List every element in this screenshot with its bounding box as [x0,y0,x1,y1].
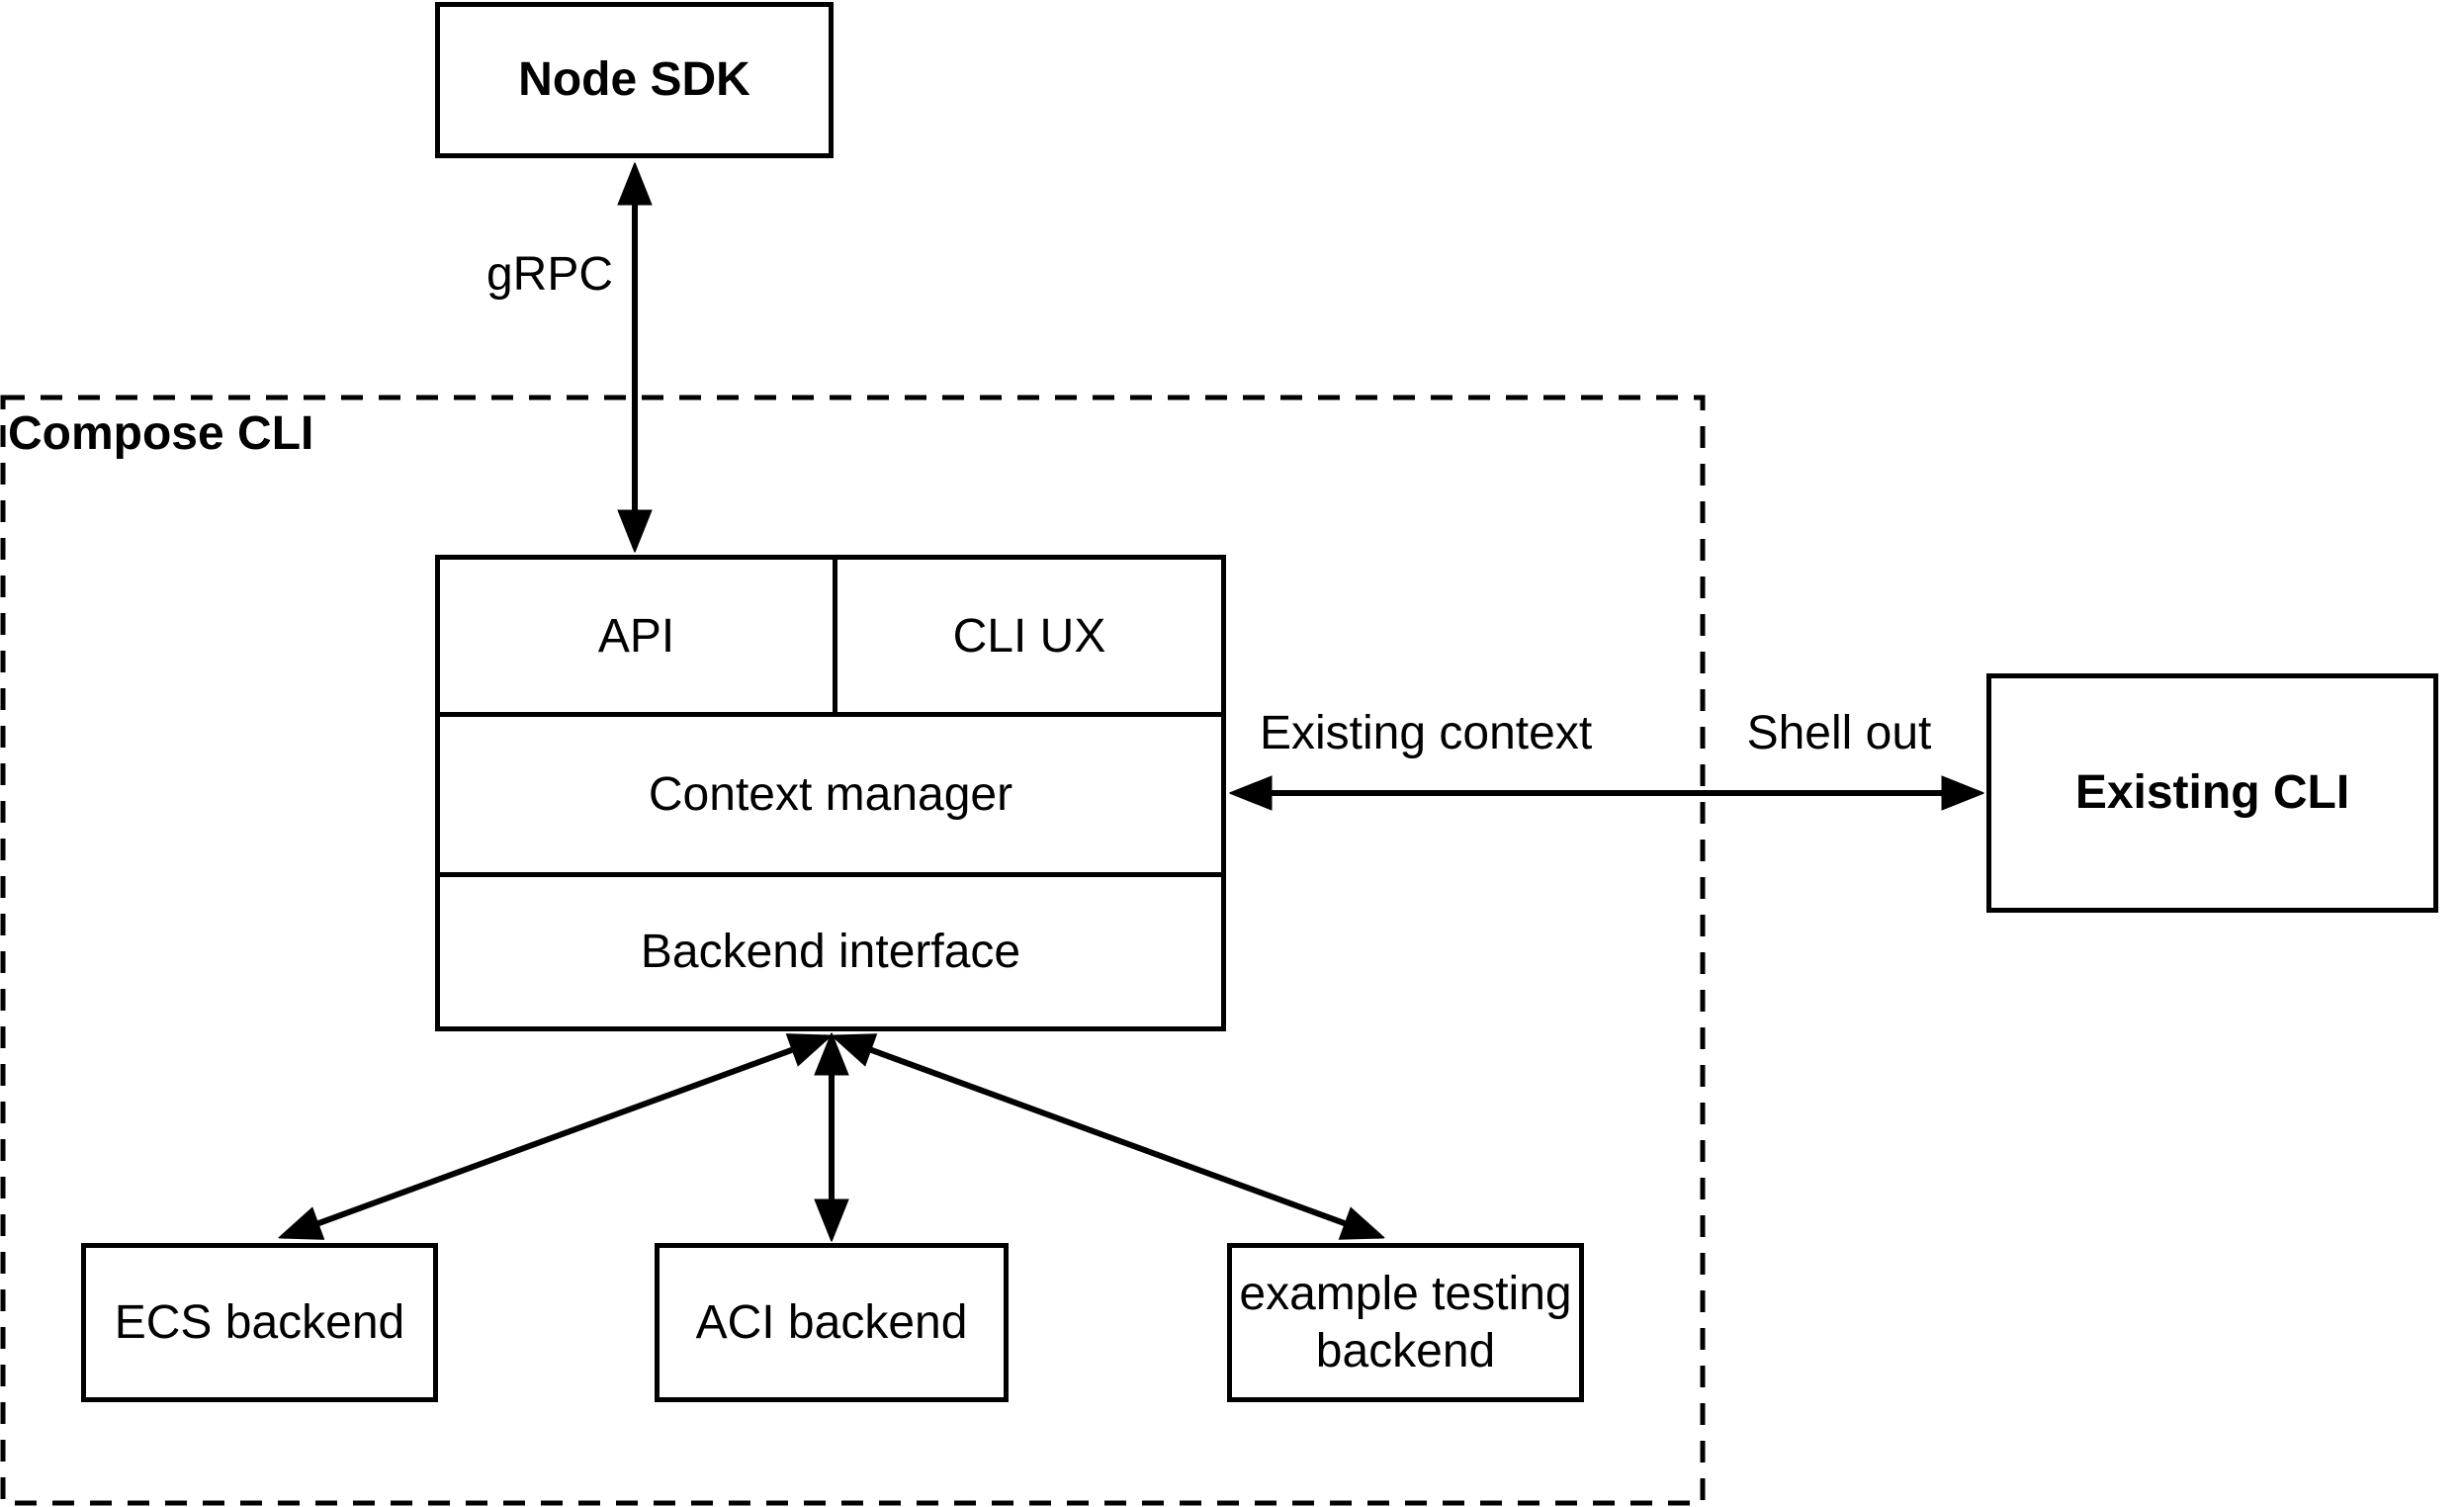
example-testing-backend-label: example testing backend [1239,1267,1572,1377]
backend-example-arrow [836,1037,1379,1236]
grpc-edge-label: gRPC [485,248,613,301]
api-label: API [597,609,675,663]
node-sdk-box: Node SDK [435,2,834,158]
backend-ecs-arrow [284,1037,827,1236]
existing-context-edge-label: Existing context [1260,707,1593,759]
example-testing-backend-box: example testing backend [1227,1243,1584,1402]
aci-backend-box: ACI backend [655,1243,1009,1402]
cli-ux-box: CLI UX [837,560,1221,712]
backend-interface-box: Backend interface [440,872,1221,1026]
context-manager-box: Context manager [440,712,1221,872]
stack-top-row: API CLI UX [440,560,1221,712]
compose-cli-stack-box: API CLI UX Context manager Backend inter… [435,555,1226,1031]
ecs-backend-box: ECS backend [81,1243,438,1402]
api-box: API [440,560,837,712]
context-manager-label: Context manager [648,768,1013,821]
existing-cli-label: Existing CLI [2074,766,2350,819]
cli-ux-label: CLI UX [952,609,1106,663]
node-sdk-label: Node SDK [518,53,750,106]
shell-out-edge-label: Shell out [1746,707,1932,759]
aci-backend-label: ACI backend [695,1295,968,1349]
backend-interface-label: Backend interface [640,926,1021,978]
compose-cli-container-border [0,395,1706,1506]
compose-cli-container-label: Compose CLI [8,407,314,460]
existing-cli-box: Existing CLI [1986,673,2438,913]
ecs-backend-label: ECS backend [114,1295,405,1349]
